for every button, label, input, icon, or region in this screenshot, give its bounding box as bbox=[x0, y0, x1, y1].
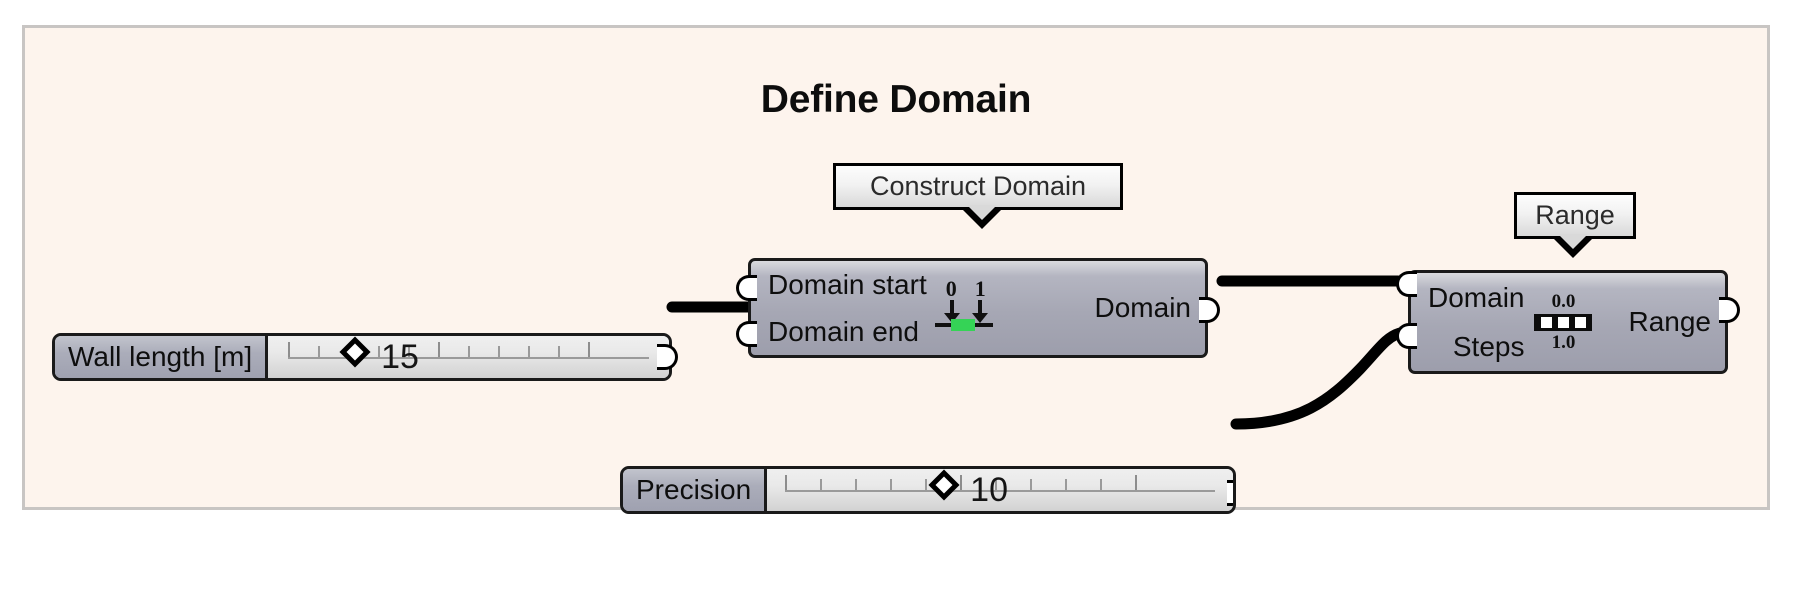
tick bbox=[558, 346, 561, 357]
range-icon-segment bbox=[1575, 316, 1587, 328]
arrow-stem-icon bbox=[977, 300, 982, 315]
tick bbox=[438, 342, 441, 357]
callout-tail-inner bbox=[1558, 234, 1588, 249]
slider-wall-length-name[interactable]: Wall length [m] bbox=[55, 336, 269, 378]
tick bbox=[820, 479, 823, 490]
output-domain[interactable]: Domain bbox=[1094, 292, 1191, 323]
tick bbox=[468, 346, 471, 357]
slider-precision[interactable]: Precision 10 bbox=[620, 466, 1236, 514]
construct-domain-icon-start-label: 0 bbox=[945, 276, 957, 301]
range-icon-segment bbox=[1540, 316, 1552, 328]
input-domain[interactable]: Domain bbox=[1428, 281, 1525, 313]
tick bbox=[995, 479, 998, 490]
tick bbox=[925, 479, 928, 490]
range-icon-bar bbox=[1534, 313, 1593, 331]
callout-range: Range bbox=[1514, 192, 1636, 258]
node-range-output: Range bbox=[1622, 273, 1725, 371]
tick-baseline bbox=[785, 490, 1215, 492]
node-range-inputs: Domain Steps bbox=[1411, 273, 1524, 371]
construct-domain-icon-end-label: 1 bbox=[974, 276, 986, 301]
slider-precision-name[interactable]: Precision bbox=[623, 469, 768, 511]
slider-wall-length[interactable]: Wall length [m] 15 bbox=[52, 333, 672, 381]
slider-wall-length-output-port[interactable] bbox=[657, 344, 678, 370]
input-steps[interactable]: Steps bbox=[1452, 330, 1525, 362]
arrow-head-icon bbox=[943, 313, 960, 323]
arrow-stem-icon bbox=[949, 300, 954, 315]
slider-precision-value: 10 bbox=[970, 471, 1008, 509]
range-icon-bottom-label: 1.0 bbox=[1551, 331, 1576, 353]
slider-wall-length-ticks bbox=[268, 342, 669, 372]
tick bbox=[528, 346, 531, 357]
node-construct-domain-inputs: Domain start Domain end bbox=[751, 261, 927, 355]
callout-construct-domain: Construct Domain bbox=[833, 163, 1123, 229]
slider-precision-label: Precision bbox=[636, 474, 752, 505]
node-construct-domain-output: Domain bbox=[1089, 261, 1205, 355]
tick bbox=[1100, 479, 1103, 490]
tick bbox=[785, 475, 788, 490]
slider-wall-length-track[interactable]: 15 bbox=[268, 336, 669, 378]
tick bbox=[1065, 479, 1068, 490]
range-icon-top-label: 0.0 bbox=[1551, 290, 1576, 312]
tick bbox=[588, 342, 591, 357]
callout-construct-domain-label: Construct Domain bbox=[869, 171, 1087, 201]
callout-range-label: Range bbox=[1535, 200, 1615, 230]
port-range-steps-input[interactable] bbox=[1396, 323, 1417, 349]
tick bbox=[498, 346, 501, 357]
tick bbox=[855, 479, 858, 490]
port-range-domain-input[interactable] bbox=[1396, 271, 1417, 297]
tick bbox=[890, 479, 893, 490]
tick bbox=[1135, 475, 1138, 490]
tick bbox=[960, 475, 963, 490]
tick bbox=[1030, 479, 1033, 490]
slider-precision-output-port[interactable] bbox=[1227, 480, 1233, 506]
tick-baseline bbox=[288, 357, 649, 359]
tick bbox=[378, 346, 381, 357]
range-icon-segment bbox=[1557, 316, 1569, 328]
group-title: Define Domain bbox=[760, 78, 1032, 121]
arrow-head-icon bbox=[971, 313, 988, 323]
port-domain-end-input[interactable] bbox=[736, 321, 757, 347]
slider-precision-ticks bbox=[767, 475, 1233, 505]
port-domain-output[interactable] bbox=[1199, 297, 1220, 323]
range-icon: 0.0 1.0 bbox=[1524, 273, 1602, 371]
tick bbox=[288, 342, 291, 357]
slider-precision-track[interactable]: 10 bbox=[767, 469, 1233, 511]
node-range[interactable]: Domain Steps 0.0 1.0 Range bbox=[1396, 270, 1740, 374]
construct-domain-icon: 0 1 bbox=[927, 261, 1001, 355]
input-domain-start[interactable]: Domain start bbox=[768, 268, 927, 300]
slider-wall-length-label: Wall length [m] bbox=[68, 341, 253, 372]
input-domain-end[interactable]: Domain end bbox=[768, 315, 919, 347]
domain-band-icon bbox=[950, 319, 975, 331]
callout-tail-inner bbox=[967, 205, 997, 220]
node-construct-domain[interactable]: Domain start Domain end 0 1 Domain bbox=[736, 258, 1220, 358]
port-domain-start-input[interactable] bbox=[736, 275, 757, 301]
port-range-output[interactable] bbox=[1719, 297, 1740, 323]
tick bbox=[408, 346, 411, 357]
slider-wall-length-value: 15 bbox=[381, 338, 419, 376]
output-range[interactable]: Range bbox=[1628, 306, 1711, 337]
tick bbox=[318, 346, 321, 357]
